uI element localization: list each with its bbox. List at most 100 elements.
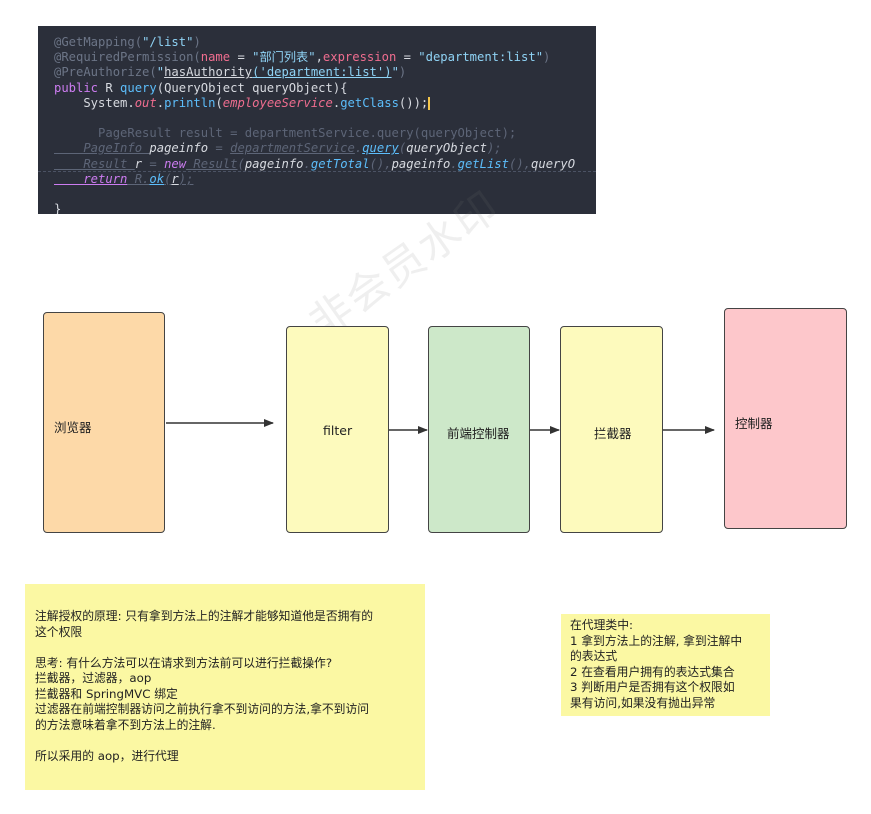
note-line: 拦截器，过滤器，aop <box>35 671 152 685</box>
code-token: ( <box>215 95 223 110</box>
code-token: ()); <box>398 95 429 110</box>
note-line: 在代理类中: <box>570 618 633 632</box>
note-line: 拦截器和 SpringMVC 绑定 <box>35 686 178 701</box>
code-token: R <box>98 80 121 95</box>
node-filter: filter <box>286 326 389 533</box>
code-token: out <box>134 95 157 110</box>
code-token: "department:list" <box>418 50 544 65</box>
code-token: ) <box>543 50 551 65</box>
code-token: (), <box>509 156 532 171</box>
code-line: @GetMapping("/list") <box>54 35 201 50</box>
code-token: public <box>54 80 99 95</box>
note-line <box>35 640 373 656</box>
code-token: departmentService <box>230 141 355 156</box>
code-token: return <box>54 171 128 186</box>
node-interceptor-label: 拦截器 <box>594 426 632 441</box>
code-token: PageInfo <box>54 141 150 156</box>
note-line: 2 在查看用户拥有的表达式集合 <box>570 664 735 679</box>
code-token: } <box>54 202 62 214</box>
note-line: 思考: 有什么方法可以在请求到方法前可以进行拦截操作? <box>35 655 333 670</box>
code-token: . <box>450 156 458 171</box>
note-line: 3 判断用户是否拥有这个权限如 <box>570 680 735 694</box>
code-token: hasAuthority <box>164 65 253 80</box>
code-token: pageinfo <box>244 156 304 171</box>
code-line: PageResult result = departmentService.qu… <box>54 126 516 141</box>
code-token: employeeService <box>222 95 333 110</box>
code-line: @RequiredPermission(name = "部门列表",expres… <box>54 50 550 65</box>
code-token: ( <box>237 156 245 171</box>
node-controller: 控制器 <box>724 308 847 529</box>
code-token: R. <box>127 171 150 186</box>
code-token: System. <box>54 95 135 110</box>
code-line: PageInfo pageinfo = departmentService.qu… <box>54 141 501 156</box>
note-left-text: 注解授权的原理: 只有拿到方法上的注解才能够知道他是否拥有的这个权限 思考: 有… <box>35 609 373 764</box>
code-token: "部门列表" <box>252 50 316 65</box>
code-token: pageinfo <box>391 156 451 171</box>
code-token: getClass <box>340 95 399 110</box>
code-token: getList <box>457 156 509 171</box>
code-token: query <box>362 141 399 156</box>
code-token: ok <box>149 171 165 186</box>
code-line: } <box>54 202 61 214</box>
code-token: ( <box>398 141 407 156</box>
note-line: 所以采用的 aop，进行代理 <box>35 748 179 763</box>
code-token: @RequiredPermission( <box>54 50 201 65</box>
sticky-note-left: 注解授权的原理: 只有拿到方法上的注解才能够知道他是否拥有的这个权限 思考: 有… <box>25 584 425 790</box>
code-token: , <box>315 50 323 65</box>
code-token: ( <box>164 171 172 186</box>
code-token: getTotal <box>310 156 370 171</box>
note-line: 1 拿到方法上的注解, 拿到注解中 <box>570 633 743 648</box>
code-line: Result r = new Result(pageinfo.getTotal(… <box>54 157 575 172</box>
code-token: . <box>156 95 165 110</box>
code-token: println <box>164 95 216 110</box>
code-token: " <box>391 65 399 80</box>
code-token: Result <box>186 156 238 171</box>
code-token: queryO <box>531 156 576 171</box>
node-controller-label: 控制器 <box>735 416 773 431</box>
code-token: . <box>354 141 363 156</box>
note-line: 果有访问,如果没有抛出异常 <box>570 695 716 710</box>
code-token: (), <box>369 156 392 171</box>
code-token: queryObject <box>406 141 487 156</box>
code-token: r <box>171 171 179 186</box>
code-token: " <box>156 65 165 80</box>
node-browser: 浏览器 <box>43 312 165 533</box>
code-token: = <box>396 50 419 65</box>
note-line <box>35 733 373 749</box>
code-line: System.out.println(employeeService.getCl… <box>54 95 431 111</box>
node-filter-label: filter <box>323 423 353 438</box>
code-token: = <box>230 50 253 65</box>
code-line: public R query(QueryObject queryObject){ <box>54 81 348 96</box>
code-editor-block: @GetMapping("/list")@RequiredPermission(… <box>38 26 596 214</box>
code-token: expression <box>322 50 397 65</box>
note-line: 过滤器在前端控制器访问之前执行拿不到访问的方法,拿不到访问 <box>35 702 370 716</box>
code-token: ); <box>178 171 194 186</box>
node-interceptor: 拦截器 <box>560 326 663 533</box>
code-token: @GetMapping( <box>54 35 143 49</box>
node-front-controller: 前端控制器 <box>428 326 530 533</box>
code-token: ) <box>193 35 201 49</box>
note-line: 的方法意味着拿不到方法上的注解. <box>35 717 216 732</box>
code-token: = <box>208 141 231 156</box>
code-line: return R.ok(r); <box>54 172 193 187</box>
code-token: pageinfo <box>149 141 209 156</box>
code-token: . <box>332 95 341 110</box>
code-token: = <box>142 156 165 171</box>
node-browser-label: 浏览器 <box>54 420 92 435</box>
code-line: @PreAuthorize("hasAuthority('department:… <box>54 65 406 80</box>
code-line-separator <box>38 170 596 173</box>
note-line: 的表达式 <box>570 649 618 663</box>
note-line: 注解授权的原理: 只有拿到方法上的注解才能够知道他是否拥有的 <box>35 609 374 623</box>
code-token: PageResult result = departmentService.qu… <box>54 126 517 141</box>
code-token: ('department:list') <box>252 65 392 80</box>
code-token: ) <box>398 65 407 80</box>
note-line: 这个权限 <box>35 624 83 639</box>
code-token: name <box>200 50 231 65</box>
code-token: "/list" <box>142 35 194 49</box>
code-token: r <box>134 156 143 171</box>
code-token: @PreAuthorize( <box>54 65 157 80</box>
text-caret <box>428 96 431 110</box>
